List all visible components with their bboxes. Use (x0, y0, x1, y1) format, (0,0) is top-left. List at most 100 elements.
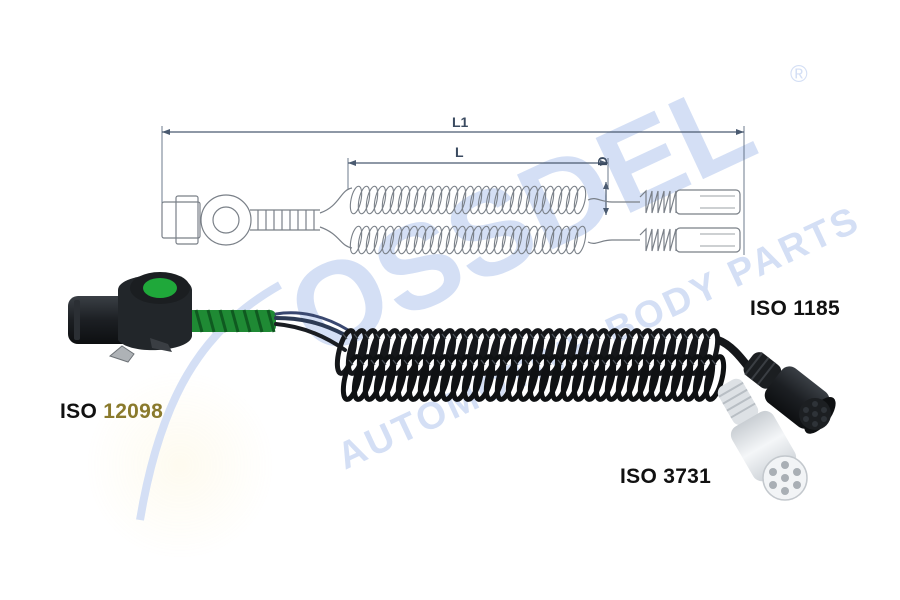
drawing-coil-loop (437, 225, 451, 255)
coil-loop (356, 328, 380, 376)
socket-iso-12098 (68, 272, 192, 363)
dimension-d: D (595, 157, 610, 215)
coil-loop (367, 328, 391, 376)
dimension-l1: L1 (161, 114, 745, 255)
coil-loop (389, 328, 413, 376)
drawing-coil-loop (501, 185, 515, 215)
coil-highlight (408, 333, 414, 340)
coil-loop (477, 328, 501, 376)
drawing-plug-top-bellows (639, 189, 677, 214)
drawing-coil-loop (485, 185, 499, 215)
coil-loop (444, 328, 468, 376)
coil-highlight (612, 359, 618, 366)
coil-loop (703, 354, 727, 402)
label-iso-12098-prefix: ISO (60, 400, 104, 423)
coil-loop (510, 328, 534, 376)
coil-highlight (623, 359, 629, 366)
coil-highlight (342, 333, 348, 340)
drawing-coil-loop (533, 185, 547, 215)
coil-loop (334, 328, 358, 376)
coil-loop (411, 328, 435, 376)
coil-highlight (667, 359, 673, 366)
drawing-coil-loop (389, 225, 403, 255)
coil-highlight (650, 333, 656, 340)
coil-loop (422, 328, 446, 376)
coil-highlight (474, 333, 480, 340)
coil-loop (378, 328, 402, 376)
coil-loop (604, 354, 628, 402)
coil-highlight (370, 359, 376, 366)
drawing-socket (161, 187, 353, 249)
drawing-socket-neck (250, 209, 320, 231)
coil-loop (554, 328, 578, 376)
coil-loop (499, 328, 523, 376)
drawing-coil-loop (453, 185, 467, 215)
coil-highlight (590, 359, 596, 366)
coil-highlight (540, 333, 546, 340)
coil-loop (483, 354, 507, 402)
coil-highlight (441, 333, 447, 340)
drawing-coil-loop (405, 185, 419, 215)
coil-loop (697, 328, 721, 376)
coil-highlight (375, 333, 381, 340)
coil-loop (406, 354, 430, 402)
coil-loop (576, 328, 600, 376)
drawing-socket-ring-outer (200, 194, 252, 246)
coil-highlight (485, 333, 491, 340)
coil-highlight (683, 333, 689, 340)
drawing-tail-top (587, 198, 640, 203)
drawing-coil-loop (557, 225, 571, 255)
coil-loop (560, 354, 584, 402)
drawing-coil-loop (517, 185, 531, 215)
coil-highlight (458, 359, 464, 366)
socket-body (68, 296, 132, 344)
label-iso-1185: ISO 1185 (750, 297, 840, 320)
coil-highlight (529, 333, 535, 340)
coil-highlight (678, 359, 684, 366)
drawing-plug-bottom-body (675, 227, 741, 253)
watermark-glow (85, 370, 275, 560)
dimension-l1-label: L1 (452, 114, 469, 130)
coil-highlight (513, 359, 519, 366)
coil-loop (653, 328, 677, 376)
coil-loop (351, 354, 375, 402)
coil-loop (527, 354, 551, 402)
plug-iso-1185 (716, 336, 836, 434)
coil-highlight (496, 333, 502, 340)
drawing-coil-loop (429, 185, 443, 215)
coil-loop (642, 328, 666, 376)
coil-highlight (595, 333, 601, 340)
drawing-coil-loop (397, 225, 411, 255)
coil-loop (400, 328, 424, 376)
coil-highlight (584, 333, 590, 340)
drawing-plug-bottom (639, 227, 741, 253)
drawing-coil-loop (501, 225, 515, 255)
drawing-socket-body (161, 201, 201, 239)
coil-highlight (447, 359, 453, 366)
coil-highlight (381, 359, 387, 366)
coil-loop (620, 328, 644, 376)
drawing-coil-top (349, 185, 587, 215)
coil-highlight (557, 359, 563, 366)
coil-highlight (436, 359, 442, 366)
coil-highlight (430, 333, 436, 340)
dimension-l1-arrow-right (736, 129, 744, 135)
drawing-coil-loop (453, 225, 467, 255)
green-sleeve (186, 309, 276, 333)
coil-loop (521, 328, 545, 376)
drawing-coil-loop (445, 185, 459, 215)
socket-ribs (74, 300, 80, 340)
drawing-coil-loop (493, 225, 507, 255)
coil-highlight (656, 359, 662, 366)
dimension-l1-arrow-left (162, 129, 170, 135)
coil-highlight (639, 333, 645, 340)
drawing-coil-loop (437, 185, 451, 215)
coil-highlight (645, 359, 651, 366)
drawing-coil-loop (469, 185, 483, 215)
coil-highlight (386, 333, 392, 340)
coil-highlight (689, 359, 695, 366)
drawing-coil-loop (373, 225, 387, 255)
technical-drawing: L1 L D (161, 114, 745, 255)
drawing-coil-loop (397, 185, 411, 215)
